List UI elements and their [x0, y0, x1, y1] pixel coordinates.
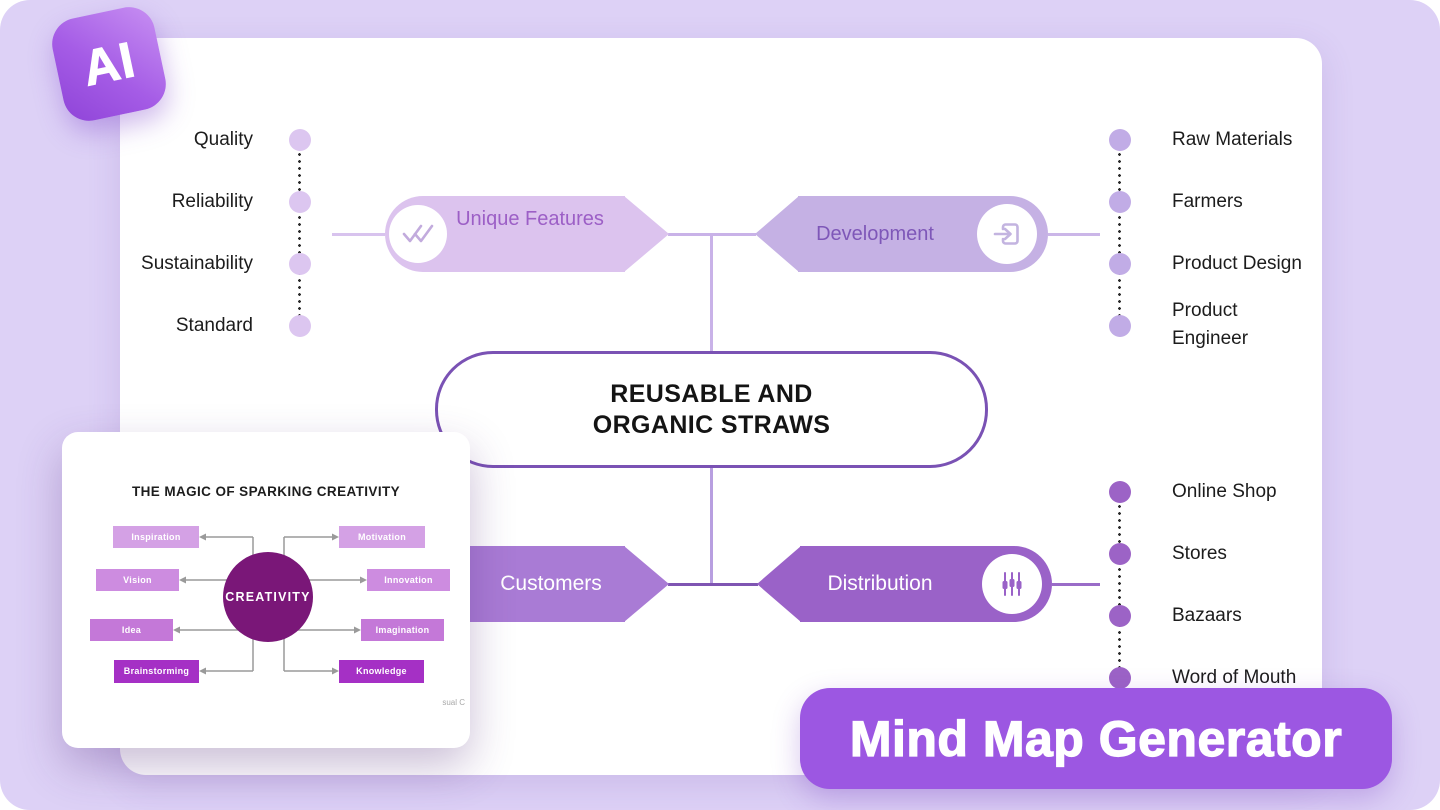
mini-node-knowledge: Knowledge	[339, 660, 424, 683]
mini-node-motivation: Motivation	[339, 526, 425, 548]
central-topic-node[interactable]: REUSABLE AND ORGANIC STRAWS	[435, 351, 988, 468]
branch-label: Distribution	[827, 572, 933, 595]
list-item-quality: Quality	[193, 129, 253, 150]
mini-node-innovation: Innovation	[367, 569, 450, 591]
double-check-icon	[389, 205, 447, 263]
list-item-raw-materials: Raw Materials	[1172, 129, 1293, 150]
dotted-line-left	[297, 151, 301, 327]
branch-label: Development	[816, 223, 934, 245]
mini-node-vision: Vision	[96, 569, 179, 591]
connector-right-top	[1048, 232, 1100, 236]
node-dot	[1109, 543, 1131, 565]
mini-node-inspiration: Inspiration	[113, 526, 199, 548]
node-dot	[1109, 667, 1131, 689]
connector-top-vertical	[709, 232, 713, 355]
mind-map-generator-banner[interactable]: Mind Map Generator	[800, 688, 1392, 789]
node-dot	[1109, 191, 1131, 213]
list-item-bazaars: Bazaars	[1172, 605, 1242, 626]
list-item-farmers: Farmers	[1172, 191, 1243, 212]
node-dot	[289, 253, 311, 275]
node-dot	[289, 315, 311, 337]
mini-center-node: CREATIVITY	[223, 552, 313, 642]
branch-node-development-tip	[755, 196, 799, 272]
box-arrow-in-right-icon	[977, 204, 1037, 264]
connector-bottom-vertical	[710, 466, 713, 586]
node-dot	[1109, 129, 1131, 151]
mini-node-brainstorming: Brainstorming	[114, 660, 199, 683]
mini-card-title: THE MAGIC OF SPARKING CREATIVITY	[131, 484, 401, 499]
branch-label: Unique Features	[456, 208, 604, 230]
list-item-word-of-mouth: Word of Mouth	[1172, 667, 1297, 688]
connector-bottom-horizontal	[668, 582, 758, 586]
list-item-stores: Stores	[1172, 543, 1227, 564]
node-dot	[1109, 481, 1131, 503]
list-item-product-design: Product Design	[1172, 253, 1302, 274]
node-dot	[1109, 253, 1131, 275]
list-item-sustainability: Sustainability	[141, 253, 253, 274]
ai-badge-label: AI	[77, 31, 141, 98]
connector-left-top	[332, 232, 385, 236]
banner-label: Mind Map Generator	[849, 710, 1343, 767]
list-item-online-shop: Online Shop	[1172, 481, 1277, 502]
mini-node-idea: Idea	[90, 619, 173, 641]
node-dot	[1109, 315, 1131, 337]
list-item-product-engineer: Product Engineer	[1172, 300, 1249, 349]
creativity-mindmap-card: THE MAGIC OF SPARKING CREATIVITY Inspira…	[62, 432, 470, 748]
branch-label: Customers	[500, 572, 602, 595]
branch-node-unique-features-tip	[624, 196, 669, 272]
dotted-line-right-top	[1117, 151, 1121, 329]
branch-node-distribution-tip	[757, 546, 801, 622]
node-dot	[289, 191, 311, 213]
list-item-reliability: Reliability	[171, 191, 253, 212]
node-dot	[1109, 605, 1131, 627]
sliders-icon	[982, 554, 1042, 614]
central-topic-line2: ORGANIC STRAWS	[592, 410, 831, 439]
connector-right-bottom	[1052, 582, 1100, 586]
list-item-standard: Standard	[175, 315, 253, 336]
dotted-line-right-bottom	[1117, 503, 1121, 679]
node-dot	[289, 129, 311, 151]
central-topic-line1: REUSABLE AND	[610, 379, 813, 408]
mini-node-imagination: Imagination	[361, 619, 444, 641]
watermark-fragment: sual C	[442, 698, 465, 707]
